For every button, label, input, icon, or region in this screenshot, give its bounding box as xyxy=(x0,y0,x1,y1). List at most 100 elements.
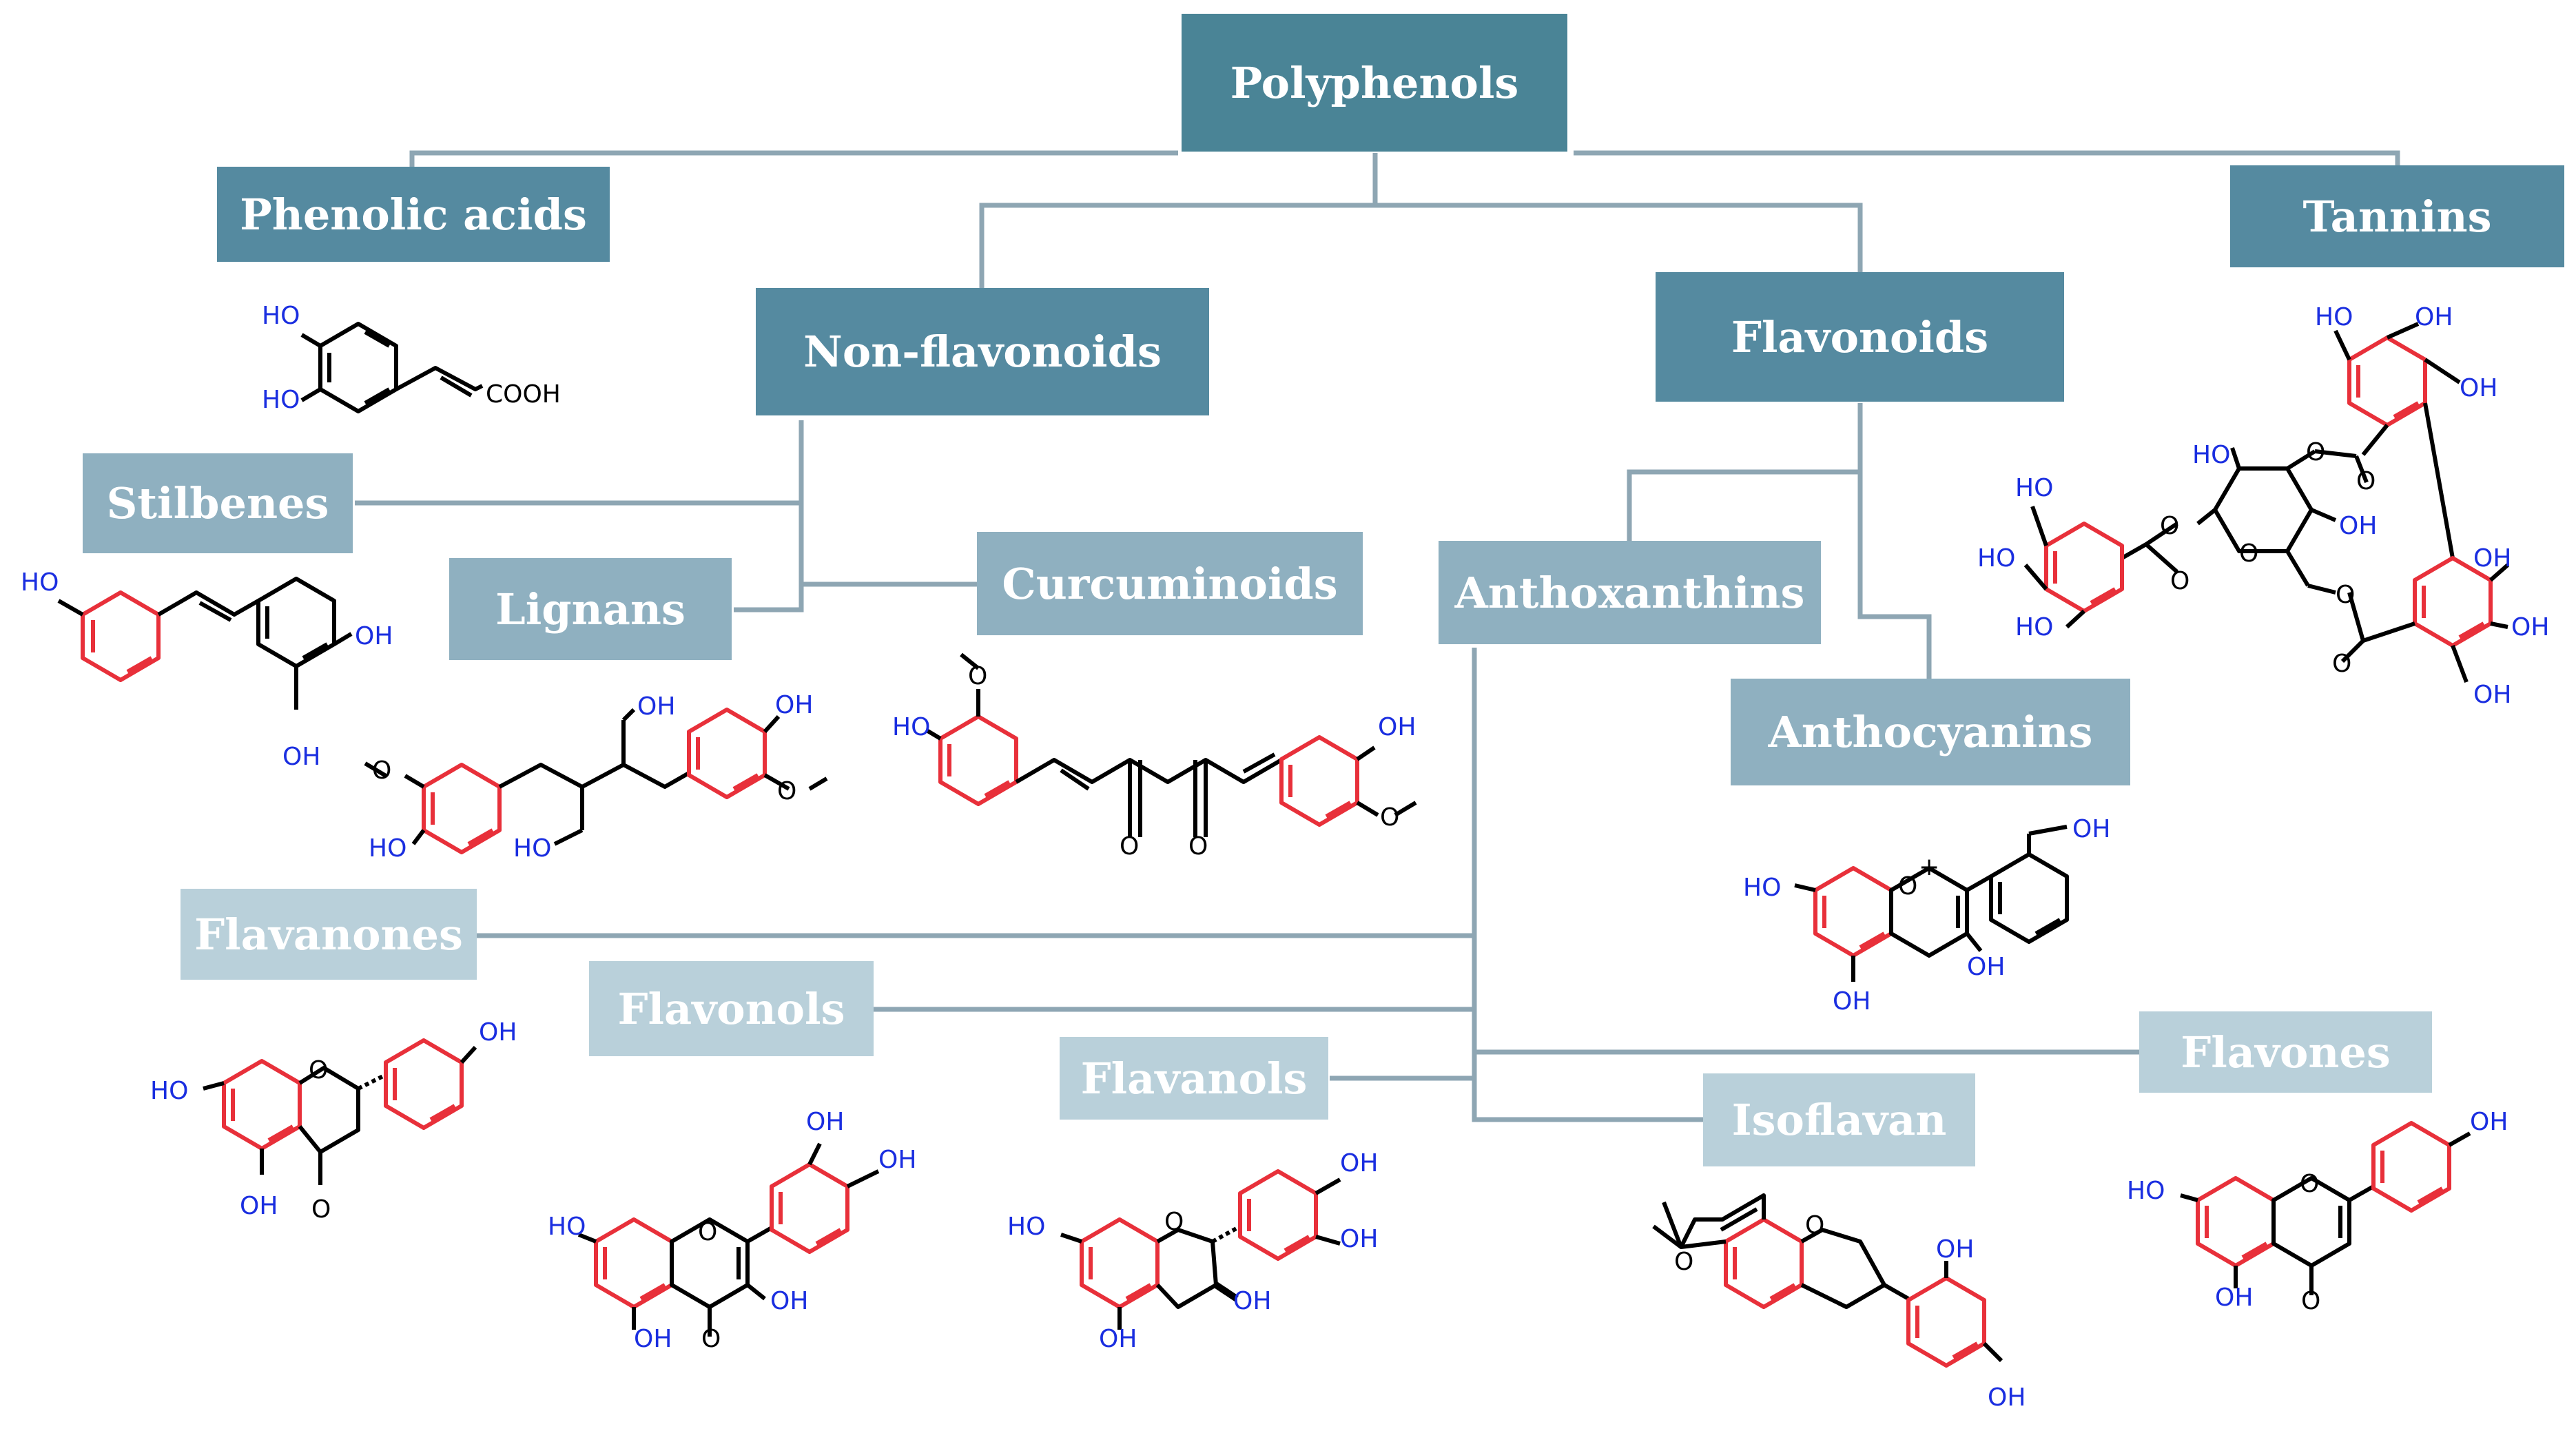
connector-root-phenolic xyxy=(409,150,1178,167)
ho-label: HO xyxy=(513,834,551,863)
curcumin-structure: HO O O O OH O xyxy=(892,652,1417,861)
ho-label: HO xyxy=(150,1077,188,1105)
lignans-box: Lignans xyxy=(449,558,732,660)
o-label: O xyxy=(701,1325,721,1353)
oh-label: OH xyxy=(2473,681,2511,709)
o-label: O xyxy=(2170,567,2189,595)
anthoxanthins-box: Anthoxanthins xyxy=(1439,541,1821,644)
oh-label: OH xyxy=(2072,815,2110,843)
oh-label: OH xyxy=(1340,1225,1378,1253)
oh-label: OH xyxy=(1099,1325,1137,1353)
ho-label: HO xyxy=(2192,441,2230,469)
ho-label: HO xyxy=(1743,874,1781,902)
oh-label: OH xyxy=(878,1146,916,1174)
stilbenes-box: Stilbenes xyxy=(83,453,353,553)
oh-label: OH xyxy=(282,743,320,771)
flavanones-box: Flavanones xyxy=(181,889,477,980)
o-label: O xyxy=(1164,1208,1184,1236)
o-label: O xyxy=(968,662,987,690)
flavanols-box: Flavanols xyxy=(1060,1037,1328,1120)
anthocyanidin-structure: HO O + OH OH OH xyxy=(1743,815,2110,1016)
secoisolariciresinol-structure: HO O HO OH OH O xyxy=(364,691,828,863)
o-label: O xyxy=(1674,1248,1693,1276)
oh-label: OH xyxy=(1833,987,1871,1016)
connector-nonflav-flav xyxy=(979,203,1863,288)
ho-label: HO xyxy=(892,713,930,741)
ho-label: HO xyxy=(1977,544,2015,573)
o-label: O xyxy=(2332,650,2351,678)
catechin-structure: HO O OH OH OH OH xyxy=(1007,1149,1378,1353)
ho-label: HO xyxy=(21,568,59,597)
flavonoids-box: Flavonoids xyxy=(1656,272,2064,402)
o-label: O xyxy=(309,1056,328,1084)
cooh-label: COOH xyxy=(486,380,561,409)
o-label: O xyxy=(2300,1170,2319,1198)
oh-label: OH xyxy=(2473,544,2511,573)
oh-label: OH xyxy=(637,692,675,721)
o-label: O xyxy=(2356,467,2376,495)
tannin-structure: HO OH OH HO O O OH O O O O O HO HO HO OH… xyxy=(1977,303,2549,709)
apigenin-structure: HO O OH OH O xyxy=(2127,1108,2508,1315)
oh-label: OH xyxy=(2470,1108,2508,1136)
ho-label: HO xyxy=(548,1213,586,1241)
tannins-box: Tannins xyxy=(2230,165,2564,267)
caffeic-acid-structure: HO HO COOH xyxy=(262,302,561,414)
o-label: O xyxy=(2160,512,2179,540)
connector-flav-trunk xyxy=(1857,403,1932,679)
oh-label: OH xyxy=(2415,303,2453,331)
oh-label: OH xyxy=(1340,1149,1378,1177)
polyphenols-box: Polyphenols xyxy=(1182,14,1567,152)
oh-label: OH xyxy=(479,1018,517,1047)
o-label: O xyxy=(1188,832,1208,861)
o-label: O xyxy=(1805,1211,1824,1239)
isoflavan-structure: O O OH OH xyxy=(1652,1193,2026,1412)
oh-label: OH xyxy=(1988,1383,2026,1412)
ho-label: HO xyxy=(2015,474,2053,502)
ho-label: HO xyxy=(262,386,300,414)
o-label: O xyxy=(777,777,796,805)
connector-root-tannins xyxy=(1574,150,2400,165)
o-label: O xyxy=(2239,539,2258,568)
connector-lignans xyxy=(734,581,977,612)
o-label: O xyxy=(2336,581,2355,609)
oh-label: OH xyxy=(240,1192,278,1220)
connector-anthoxanthins xyxy=(1627,469,1860,541)
oh-label: OH xyxy=(806,1108,844,1136)
oh-label: OH xyxy=(1936,1235,1974,1264)
oh-label: OH xyxy=(2511,613,2549,641)
o-label: O xyxy=(1120,832,1139,861)
naringenin-structure: HO O OH OH O xyxy=(150,1018,517,1224)
o-label: O xyxy=(698,1218,717,1246)
ho-label: HO xyxy=(1007,1213,1045,1241)
plus-label: + xyxy=(1919,853,1939,881)
ho-label: HO xyxy=(262,302,300,330)
oh-label: OH xyxy=(770,1287,808,1315)
o-label: O xyxy=(311,1195,331,1224)
quercetin-structure: HO O OH OH OH OH O xyxy=(548,1108,916,1353)
curcuminoids-box: Curcuminoids xyxy=(977,532,1363,635)
ho-label: HO xyxy=(2127,1177,2165,1205)
oh-label: OH xyxy=(355,622,393,650)
oh-label: OH xyxy=(2215,1284,2253,1312)
ho-label: HO xyxy=(2015,613,2053,641)
o-label: O xyxy=(372,756,391,785)
o-label: O xyxy=(1380,803,1399,832)
oh-label: OH xyxy=(1378,713,1416,741)
oh-label: OH xyxy=(634,1325,672,1353)
ho-label: HO xyxy=(2315,303,2353,331)
o-plus-label: O xyxy=(1898,872,1917,900)
oh-label: OH xyxy=(2460,374,2497,402)
oh-label: OH xyxy=(1967,953,2005,981)
o-label: O xyxy=(2301,1287,2320,1315)
flavones-box: Flavones xyxy=(2139,1011,2432,1093)
oh-label: OH xyxy=(2339,512,2377,540)
oh-label: OH xyxy=(775,691,813,719)
ho-label: HO xyxy=(369,834,406,863)
flavonols-box: Flavonols xyxy=(589,961,874,1056)
isoflavan-box: Isoflavan xyxy=(1703,1073,1975,1166)
non-flavonoids-box: Non-flavonoids xyxy=(756,288,1209,415)
oh-label: OH xyxy=(1233,1287,1271,1315)
phenolic-acids-box: Phenolic acids xyxy=(217,167,610,262)
anthocyanins-box: Anthocyanins xyxy=(1731,679,2130,785)
